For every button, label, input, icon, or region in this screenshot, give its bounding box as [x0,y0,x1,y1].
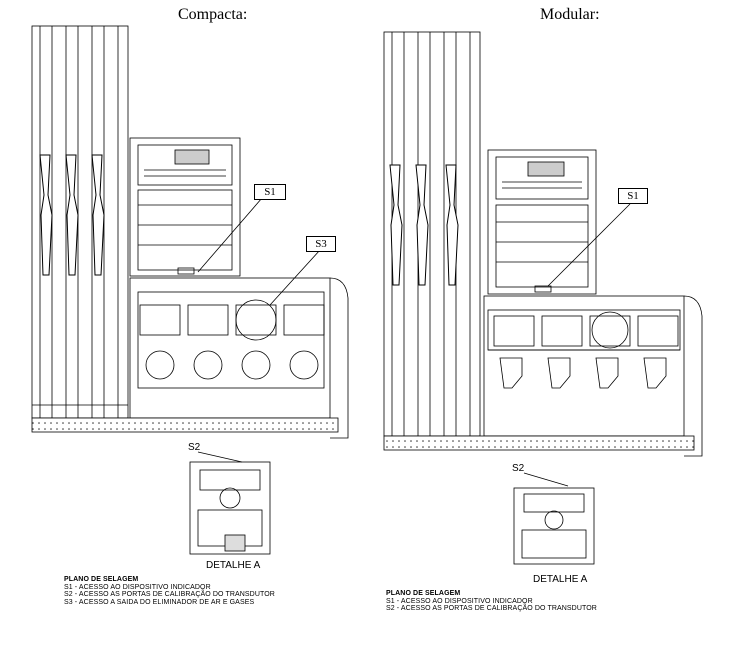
callout-s3-compacta: S3 [306,236,336,252]
legend-item: S2 - ACESSO AS PORTAS DE CALIBRAÇÃO DO T… [64,591,275,598]
modular-legend: PLANO DE SELAGEM S1 - ACESSO AO DISPOSIT… [386,590,597,613]
legend-item: S2 - ACESSO AS PORTAS DE CALIBRAÇÃO DO T… [386,605,597,612]
compacta-title: Compacta: [178,6,248,23]
legend-item: S1 - ACESSO AO DISPOSITIVO INDICADOR [386,597,533,605]
callout-s1-modular: S1 [618,188,648,204]
compacta-legend: PLANO DE SELAGEM S1 - ACESSO AO DISPOSIT… [64,576,275,606]
legend-heading: PLANO DE SELAGEM [386,590,461,597]
modular-meter-block [493,311,679,389]
detail-label-modular: DETALHE A [533,574,588,585]
compacta-meter-block [139,299,325,380]
compacta-dispenser [31,25,349,439]
compacta-nozzle [39,154,105,276]
modular-title: Modular: [540,6,600,23]
detail-label-compacta: DETALHE A [206,560,261,571]
legend-item: S1 - ACESSO AO DISPOSITIVO INDICADOR [64,583,211,591]
modular-dispenser [383,31,703,457]
label-s2-compacta: S2 [188,442,201,453]
callout-s1-compacta: S1 [254,184,286,200]
legend-heading: PLANO DE SELAGEM [64,576,139,583]
modular-nozzle [389,164,459,286]
compacta-detail-a [189,451,271,555]
label-s2-modular: S2 [512,463,525,474]
legend-item: S3 - ACESSO A SAIDA DO ELIMINADOR DE AR … [64,598,255,606]
modular-detail-a [513,472,595,565]
